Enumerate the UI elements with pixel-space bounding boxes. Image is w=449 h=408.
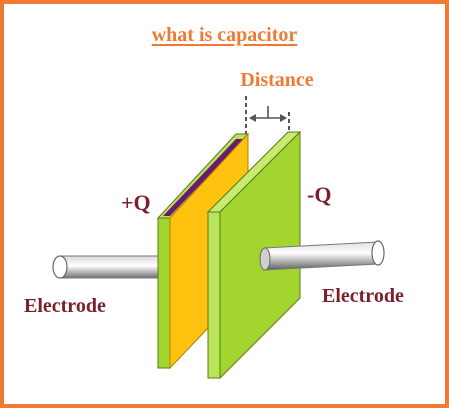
positive-charge-label: +Q: [121, 190, 151, 215]
right-electrode-wire: [259, 240, 385, 271]
negative-charge-label: -Q: [307, 182, 331, 207]
left-electrode-label: Electrode: [24, 295, 106, 317]
distance-label: Distance: [240, 69, 313, 91]
distance-marker: [245, 96, 290, 136]
diagram-title: what is capacitor: [151, 24, 298, 46]
right-electrode-label: Electrode: [322, 285, 404, 307]
left-electrode-wire: [52, 255, 161, 279]
